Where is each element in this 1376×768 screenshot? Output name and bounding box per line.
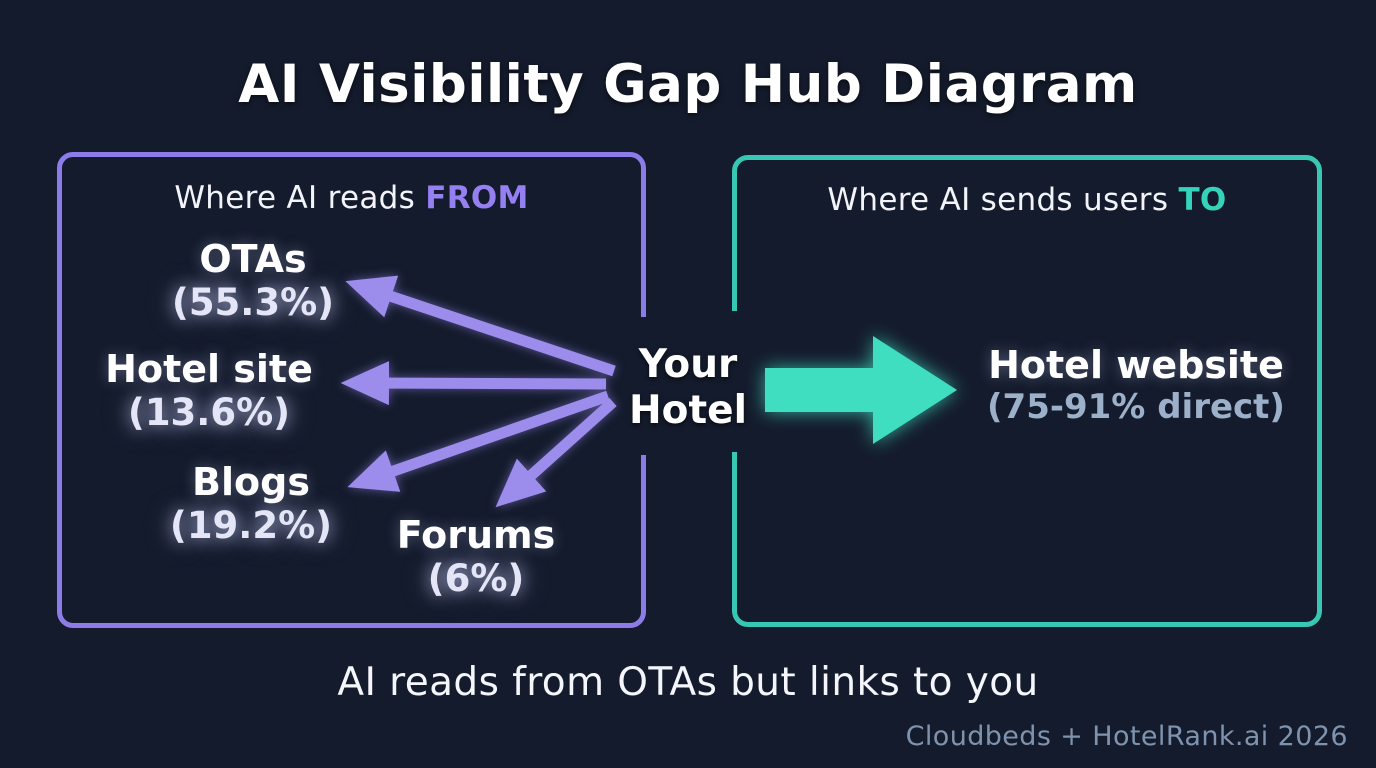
node-hotel-website-value: (75-91% direct) — [987, 386, 1285, 427]
node-blogs-label: Blogs — [192, 460, 310, 504]
node-otas: OTAs (55.3%) — [128, 237, 378, 324]
destination-header-text: Where AI sends users — [827, 182, 1179, 218]
sources-box-header: Where AI reads FROM — [57, 180, 646, 216]
node-forums-label: Forums — [396, 513, 556, 557]
sources-header-highlight: FROM — [425, 180, 529, 216]
page-title: AI Visibility Gap Hub Diagram — [238, 54, 1138, 115]
node-hotel-site-label: Hotel site — [105, 347, 313, 391]
hub-your-hotel: Your Hotel — [602, 342, 774, 434]
hub-label-line2: Hotel — [629, 388, 747, 434]
sources-header-text: Where AI reads — [174, 180, 426, 216]
node-hotel-website: Hotel website (75-91% direct) — [958, 343, 1314, 427]
hub-label-line1: Your — [638, 342, 738, 387]
node-blogs: Blogs (19.2%) — [120, 460, 382, 547]
destination-header-highlight: TO — [1178, 182, 1227, 218]
caption: AI reads from OTAs but links to you — [337, 660, 1039, 705]
node-forums-value: (6%) — [427, 556, 525, 600]
node-hotel-website-label: Hotel website — [988, 343, 1284, 387]
node-forums: Forums (6%) — [345, 513, 607, 600]
sources-box-border-gap — [634, 317, 651, 455]
attribution: Cloudbeds + HotelRank.ai 2026 — [905, 721, 1348, 752]
node-hotel-site: Hotel site (13.6%) — [73, 347, 345, 434]
node-hotel-site-value: (13.6%) — [127, 390, 291, 434]
node-blogs-value: (19.2%) — [169, 503, 333, 547]
node-otas-value: (55.3%) — [171, 280, 335, 324]
destination-box-border-gap — [725, 311, 742, 452]
destination-box-header: Where AI sends users TO — [732, 182, 1322, 218]
node-otas-label: OTAs — [199, 237, 307, 281]
